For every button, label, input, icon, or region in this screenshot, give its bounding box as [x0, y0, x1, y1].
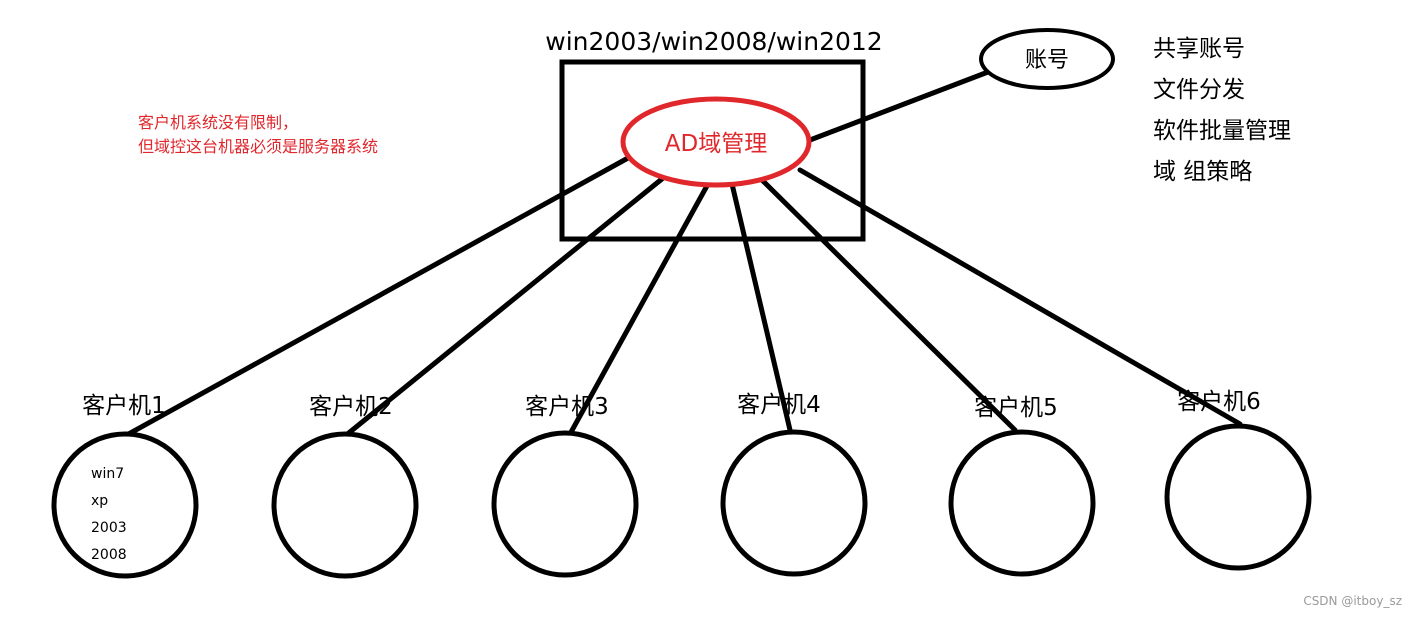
link-ad-to-client-5	[759, 177, 1018, 433]
client-label-1: 客户机1	[82, 393, 166, 419]
link-ad-to-client-6	[797, 167, 1243, 427]
client-1-os-item: 2003	[91, 520, 127, 536]
link-ad-to-client-1	[122, 155, 631, 439]
ad-ellipse	[620, 96, 812, 188]
feature-item: 共享账号	[1153, 36, 1245, 62]
client-label-4: 客户机4	[737, 392, 821, 418]
client-1-os-item: 2008	[91, 547, 127, 563]
feature-item: 文件分发	[1153, 77, 1245, 103]
client-1-os-item: xp	[91, 493, 108, 509]
link-ad-to-client-2	[342, 171, 671, 439]
server-box	[559, 59, 866, 242]
client-label-5: 客户机5	[974, 395, 1058, 421]
client-label-3: 客户机3	[525, 394, 609, 420]
feature-item: 软件批量管理	[1153, 118, 1291, 144]
server-title: win2003/win2008/win2012	[545, 27, 882, 56]
client-circle-2	[271, 431, 419, 579]
link-ad-to-client-3	[567, 181, 711, 437]
link-ad-to-account	[807, 69, 991, 143]
client-circle-6	[1164, 423, 1312, 571]
client-circle-3	[491, 430, 639, 578]
note-line-2: 但域控这台机器必须是服务器系统	[138, 137, 378, 156]
link-ad-to-client-4	[729, 181, 793, 433]
client-circle-5	[948, 429, 1096, 577]
client-label-2: 客户机2	[309, 394, 393, 420]
account-ellipse	[979, 28, 1115, 90]
watermark: CSDN @itboy_sz	[1303, 594, 1402, 608]
account-label: 账号	[1025, 48, 1069, 73]
client-circle-1	[51, 431, 199, 579]
note-line-1: 客户机系统没有限制，	[138, 113, 298, 132]
feature-item: 域 组策略	[1153, 159, 1252, 185]
client-1-os-item: win7	[91, 466, 124, 482]
ad-label: AD域管理	[665, 131, 767, 157]
client-circle-4	[720, 429, 868, 577]
client-label-6: 客户机6	[1177, 389, 1261, 415]
